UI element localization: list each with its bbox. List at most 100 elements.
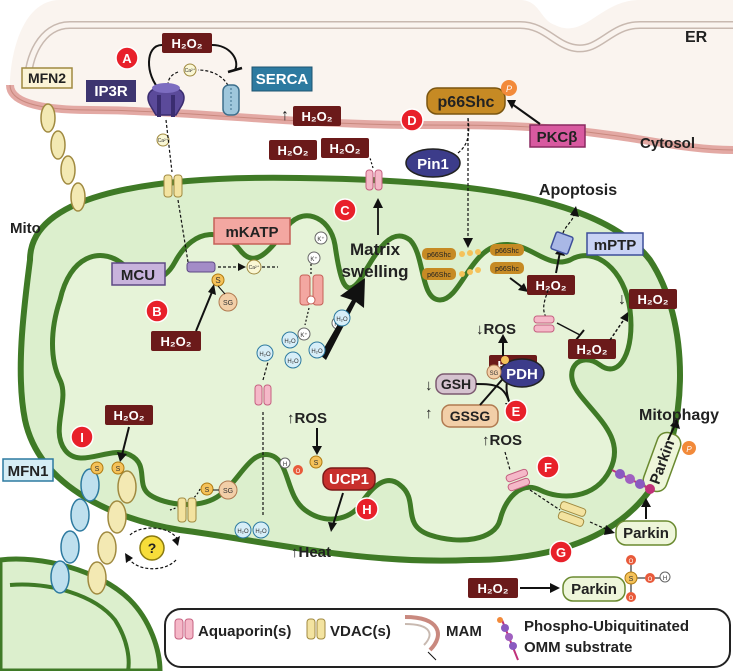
svg-text:H₂O: H₂O [259, 352, 271, 358]
svg-text:H₂O: H₂O [284, 339, 296, 345]
s-atom-i3 [200, 482, 214, 496]
ip3r-label: IP3R [94, 83, 128, 100]
marker-h: H [355, 497, 379, 521]
up-arrow-c: ↑ [281, 107, 289, 124]
water-molecules-bottom: H₂O H₂O [234, 521, 270, 539]
svg-text:P: P [506, 84, 512, 94]
mito-label: Mito [10, 220, 41, 237]
pin1-label: Pin1 [417, 156, 449, 173]
parkin-label-f: Parkin [623, 525, 669, 542]
svg-text:p66Shc: p66Shc [427, 272, 451, 279]
marker-i: I [70, 425, 94, 449]
svg-text:H₂O₂: H₂O₂ [301, 109, 332, 124]
svg-text:C: C [340, 203, 350, 218]
up-ros-f-label: ↑ROS [482, 432, 522, 449]
svg-text:?: ? [148, 540, 157, 556]
legend-vdac-icon [306, 618, 326, 640]
ip3r-channel [147, 83, 185, 117]
legend-vdac-label: VDAC(s) [330, 623, 391, 640]
svg-text:G: G [556, 545, 566, 560]
svg-text:H₂O: H₂O [237, 529, 249, 535]
mfn1-protein [50, 468, 100, 594]
down-ros-label: ↓ROS [476, 321, 516, 338]
svg-text:SG: SG [490, 371, 499, 377]
legend: Aquaporin(s) VDAC(s) MAM Phospho-Ubiquit… [164, 608, 731, 668]
gssg-label: GSSG [450, 408, 491, 424]
matrix-swelling-line1: Matrix [350, 240, 401, 259]
water-molecules-center: H₂O H₂O H₂O H₂O H₂O [256, 309, 351, 369]
mptp-label-box [586, 232, 644, 256]
question-circle [139, 535, 165, 561]
pkcb-label: PKCβ [537, 129, 578, 146]
sulfonic-acid: S O O O H [624, 555, 671, 602]
up-arrow-gssg: ↑ [425, 405, 433, 422]
gsh-label: GSH [441, 376, 471, 392]
svg-text:K⁺: K⁺ [317, 236, 324, 243]
svg-text:H₂O₂: H₂O₂ [160, 334, 191, 349]
svg-text:Ca²⁺: Ca²⁺ [249, 265, 260, 271]
svg-text:H₂O: H₂O [311, 349, 323, 355]
apoptosis-label: Apoptosis [539, 182, 617, 199]
svg-text:O: O [629, 596, 634, 602]
pkcb-label-box [529, 124, 586, 148]
mito-fragment [0, 556, 163, 671]
h2o2-badge-g: H₂O₂ [468, 578, 518, 598]
mcu-label: MCU [121, 267, 155, 284]
svg-text:B: B [152, 304, 161, 319]
mkatp-channel [299, 274, 324, 306]
svg-text:H₂O: H₂O [336, 317, 348, 323]
mcu-channel [186, 261, 216, 273]
marker-a: A [115, 46, 139, 70]
svg-text:O: O [648, 577, 653, 583]
er-label: ER [685, 29, 708, 46]
aquaporin-c [365, 169, 383, 191]
ubiquitin-chain [611, 469, 655, 494]
svg-text:H₂O₂: H₂O₂ [113, 408, 144, 423]
mfn2-label-box [21, 67, 73, 89]
svg-text:K⁺: K⁺ [300, 332, 307, 339]
svg-text:H₂O: H₂O [255, 529, 267, 535]
s-atom-i1 [90, 461, 104, 475]
s-atom-i2 [111, 461, 125, 475]
svg-text:H: H [283, 462, 287, 468]
h2o2-badge-c2: H₂O₂ [269, 140, 317, 160]
heat-label: ↑Heat [291, 544, 331, 561]
h2o2-badge-f: H₂O₂ [629, 289, 677, 309]
legend-phospho-label-1: Phospho-Ubiquitinated [524, 618, 689, 635]
mfn1-label-box [2, 458, 54, 482]
down-arrow-h2o2: ↓ [618, 291, 626, 308]
vdac-channel-1 [163, 174, 183, 198]
legend-mam-icon [404, 615, 440, 661]
svg-text:H₂O: H₂O [287, 359, 299, 365]
down-arrow-gsh: ↓ [425, 377, 433, 394]
phospho-parkin [682, 441, 696, 455]
legend-phospho-ub-icon [497, 617, 519, 661]
svg-text:S: S [116, 466, 121, 473]
svg-text:S: S [215, 276, 220, 285]
legend-phospho-label-2: OMM substrate [524, 639, 632, 656]
sg-group-b [218, 292, 238, 312]
svg-text:S: S [314, 460, 319, 467]
svg-text:A: A [122, 51, 132, 66]
svg-text:SG: SG [223, 488, 233, 495]
legend-mam-label: MAM [446, 623, 482, 640]
svg-text:H₂O₂: H₂O₂ [329, 141, 360, 156]
svg-text:O: O [629, 559, 634, 565]
ca-flux-line [165, 119, 173, 173]
svg-text:H₂O₂: H₂O₂ [477, 581, 508, 596]
legend-aquaporin-icon [174, 618, 194, 640]
mfn1-label: MFN1 [8, 463, 49, 480]
mitophagy-label: Mitophagy [639, 407, 719, 424]
inhibit-h2o2-serca [211, 44, 238, 71]
p66shc-label-box [426, 87, 506, 115]
mptp-label: mPTP [594, 237, 637, 254]
marker-b: B [145, 299, 169, 323]
svg-text:SG: SG [223, 300, 233, 307]
parkin-box-f [615, 520, 677, 546]
svg-text:H₂O₂: H₂O₂ [637, 292, 668, 307]
aquaporin-f [505, 468, 531, 492]
legend-aquaporin-label: Aquaporin(s) [198, 623, 291, 640]
serca-pump [222, 84, 240, 116]
svg-text:O: O [296, 469, 301, 475]
